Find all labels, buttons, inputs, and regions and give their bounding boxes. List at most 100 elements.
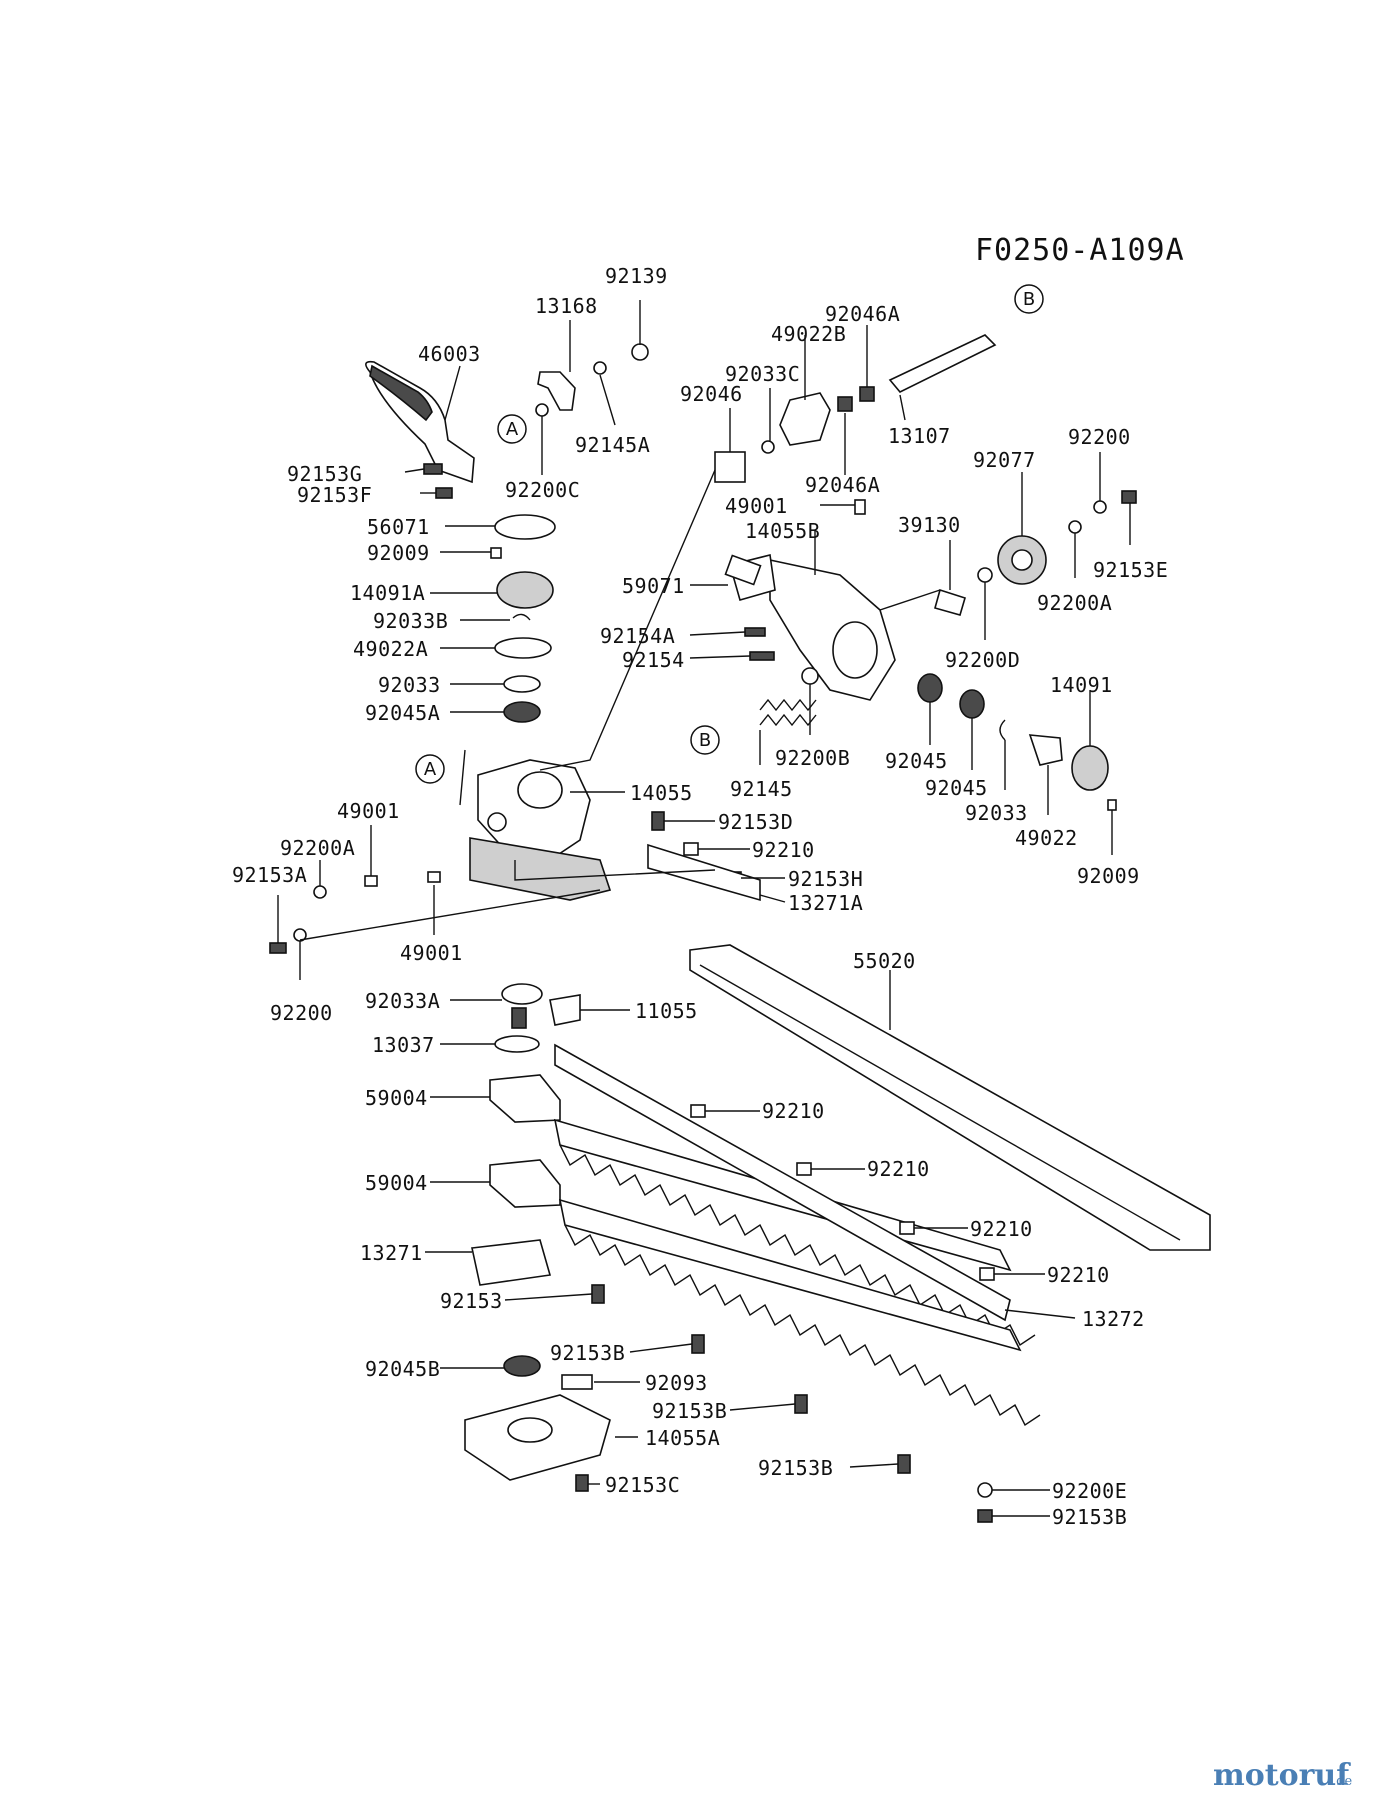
callout-b-lower: B bbox=[690, 725, 720, 755]
label-13107: 13107 bbox=[888, 424, 951, 448]
label-13037: 13037 bbox=[372, 1033, 435, 1057]
diagram-code: F0250-A109A bbox=[975, 233, 1185, 268]
ring-92033C bbox=[761, 440, 775, 454]
label-92033C: 92033C bbox=[725, 362, 800, 386]
bolt-92153B-c bbox=[897, 1454, 911, 1474]
bearing-92045-b bbox=[959, 689, 985, 719]
label-92153B-a: 92153B bbox=[550, 1341, 625, 1365]
handle-part bbox=[365, 360, 475, 484]
callout-a-top: A bbox=[497, 414, 527, 444]
screw-92139 bbox=[631, 343, 649, 361]
screw-92009-right bbox=[1107, 799, 1117, 811]
svg-text:A: A bbox=[506, 419, 519, 440]
washer-92200B bbox=[801, 667, 819, 685]
label-92200C: 92200C bbox=[505, 478, 580, 502]
label-92210-d: 92210 bbox=[1047, 1263, 1110, 1287]
watermark-suffix: .de bbox=[1332, 1774, 1352, 1789]
label-92154: 92154 bbox=[622, 648, 685, 672]
label-92145: 92145 bbox=[730, 777, 793, 801]
label-92153D: 92153D bbox=[718, 810, 793, 834]
label-92077: 92077 bbox=[973, 448, 1036, 472]
shaft-13107 bbox=[888, 334, 997, 393]
washer-92200E bbox=[977, 1482, 993, 1498]
spring-92145A bbox=[593, 361, 607, 375]
label-92153G: 92153G bbox=[287, 462, 362, 486]
screw-92009 bbox=[490, 547, 502, 559]
circlip-92033-right bbox=[999, 719, 1006, 741]
callout-b-top: B bbox=[1014, 284, 1044, 314]
lever-part bbox=[537, 371, 576, 411]
label-92153B-d: 92153B bbox=[1052, 1505, 1127, 1529]
label-92200A-left: 92200A bbox=[280, 836, 355, 860]
bolt-92153B-d bbox=[977, 1509, 993, 1523]
label-92153B-b: 92153B bbox=[652, 1399, 727, 1423]
svg-text:B: B bbox=[699, 730, 711, 751]
bolt-92153E bbox=[1121, 490, 1137, 504]
label-14055B: 14055B bbox=[745, 519, 820, 543]
label-92045A: 92045A bbox=[365, 701, 440, 725]
label-92210-b: 92210 bbox=[867, 1157, 930, 1181]
shaft-13037 bbox=[511, 1007, 527, 1029]
slider-92093 bbox=[561, 1374, 593, 1390]
label-55020: 55020 bbox=[853, 949, 916, 973]
base-plate-hole bbox=[507, 1417, 553, 1443]
label-92153A: 92153A bbox=[232, 863, 307, 887]
label-92045-b: 92045 bbox=[925, 776, 988, 800]
bolt-92153A bbox=[269, 942, 287, 954]
part-drawings bbox=[269, 334, 1211, 1523]
nut-92210-b bbox=[796, 1162, 812, 1176]
label-92033A: 92033A bbox=[365, 989, 440, 1013]
cover-14091A bbox=[496, 571, 554, 609]
label-92153B-c: 92153B bbox=[758, 1456, 833, 1480]
label-59071: 59071 bbox=[622, 574, 685, 598]
bearing-92045A bbox=[503, 701, 541, 723]
washer-92200A-left bbox=[313, 885, 327, 899]
nut-92210-top bbox=[683, 842, 699, 856]
gear-case-14055 bbox=[469, 759, 612, 901]
bolt-92153 bbox=[591, 1284, 605, 1304]
label-92045-a: 92045 bbox=[885, 749, 948, 773]
label-92210-top: 92210 bbox=[752, 838, 815, 862]
bolt-92153F bbox=[435, 487, 453, 499]
label-46003: 46003 bbox=[418, 342, 481, 366]
label-49001-lower: 49001 bbox=[400, 941, 463, 965]
label-92046A-lower: 92046A bbox=[805, 473, 880, 497]
part-labels: 92139 13168 46003 92145 A 92153G 92153F 9… bbox=[232, 264, 1168, 1529]
link-59004-upper bbox=[489, 1074, 561, 1123]
plate-13271 bbox=[471, 1239, 552, 1286]
greaser-49001-lower bbox=[427, 871, 441, 883]
leader-lines bbox=[277, 300, 1131, 1517]
label-92139: 92139 bbox=[605, 264, 668, 288]
label-92093: 92093 bbox=[645, 1371, 708, 1395]
bolt-92153B-b bbox=[794, 1394, 808, 1414]
nut-92210-d bbox=[979, 1267, 995, 1281]
bolt-92153G bbox=[423, 463, 443, 475]
label-56071: 56071 bbox=[367, 515, 430, 539]
label-49022B: 49022B bbox=[771, 322, 846, 346]
label-92153C: 92153C bbox=[605, 1473, 680, 1497]
label-13272: 13272 bbox=[1082, 1307, 1145, 1331]
label-49022A: 49022A bbox=[353, 637, 428, 661]
bolt-92153C bbox=[575, 1474, 589, 1492]
spring-92145 bbox=[759, 698, 817, 727]
label-92210-c: 92210 bbox=[970, 1217, 1033, 1241]
label-92200-right: 92200 bbox=[1068, 425, 1131, 449]
circlip-92033A bbox=[501, 983, 543, 1005]
label-13168: 13168 bbox=[535, 294, 598, 318]
clip-11055 bbox=[549, 994, 581, 1026]
plate-56071 bbox=[494, 514, 556, 540]
ring-92033 bbox=[503, 675, 541, 693]
label-14091: 14091 bbox=[1050, 673, 1113, 697]
washer-92200-right bbox=[1093, 500, 1107, 514]
sleeve-59071 bbox=[724, 554, 762, 586]
label-39130: 39130 bbox=[898, 513, 961, 537]
nut-92210-a bbox=[690, 1104, 706, 1118]
label-49022: 49022 bbox=[1015, 826, 1078, 850]
label-59004-lower: 59004 bbox=[365, 1171, 428, 1195]
label-14055: 14055 bbox=[630, 781, 693, 805]
label-92153F: 92153F bbox=[297, 483, 372, 507]
label-14091A: 14091A bbox=[350, 581, 425, 605]
bolt-92154 bbox=[749, 651, 775, 661]
label-13271A: 13271A bbox=[788, 891, 863, 915]
